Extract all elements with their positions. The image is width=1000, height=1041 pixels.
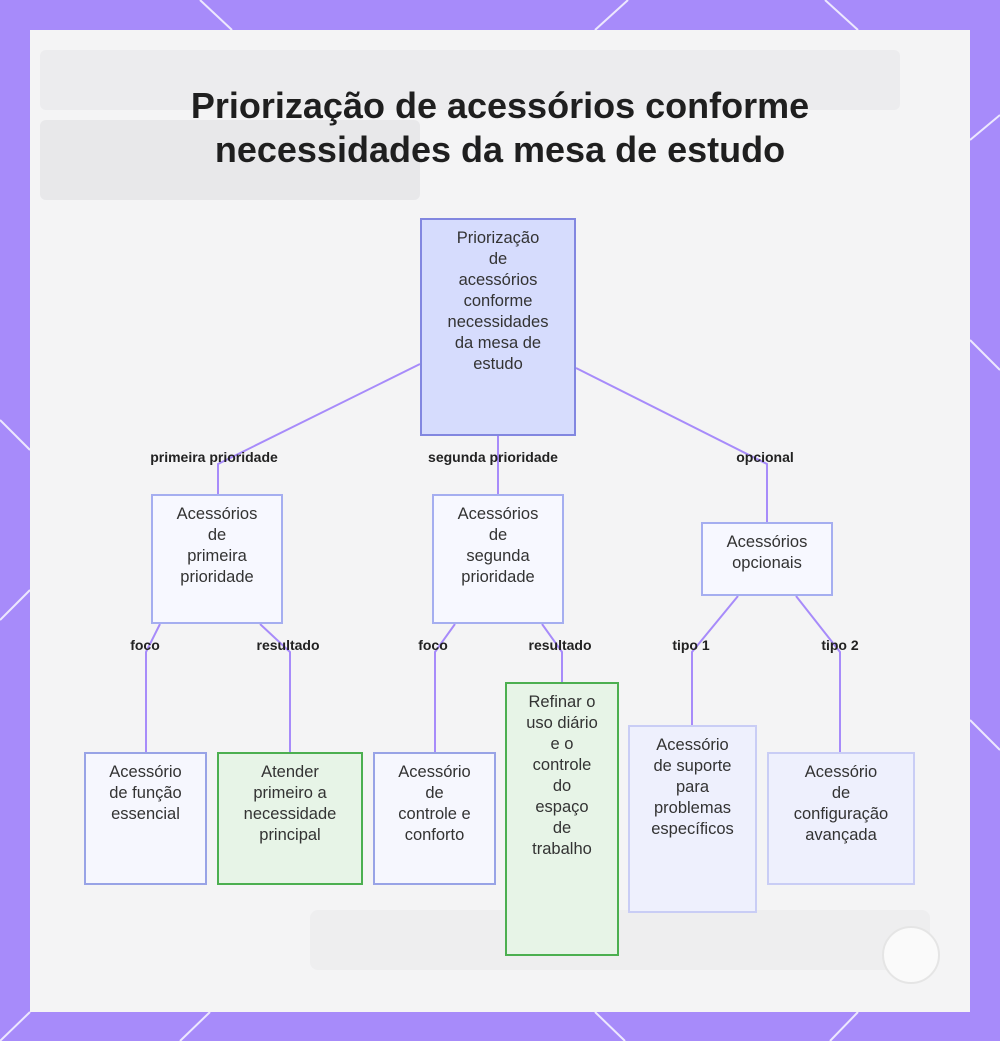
node-text: segunda — [458, 546, 539, 567]
node-text: da mesa de — [448, 333, 549, 354]
node-text: e o — [526, 734, 598, 755]
node-text: Acessório — [398, 762, 470, 783]
node-text: prioridade — [177, 567, 258, 588]
node-text: Refinar o — [526, 692, 598, 713]
edge-label-opcional: opcional — [736, 449, 794, 465]
node-text: primeiro a — [244, 783, 337, 804]
node-text: Acessórios — [177, 504, 258, 525]
edge-label-resultado-2: resultado — [528, 637, 591, 653]
node-text: problemas — [651, 798, 734, 819]
node-text: trabalho — [526, 839, 598, 860]
node-configuracao-avancada: Acessório de configuração avançada — [767, 752, 915, 885]
node-text: de — [458, 525, 539, 546]
node-text: uso diário — [526, 713, 598, 734]
node-text: opcionais — [727, 553, 808, 574]
diagram-card: Priorização de acessórios conforme neces… — [30, 30, 970, 1012]
node-text: necessidade — [244, 804, 337, 825]
node-text: Acessório — [109, 762, 181, 783]
edge-opcionais-suporte — [692, 596, 738, 725]
watermark-logo-icon — [882, 926, 940, 984]
edge-label-foco-1: foco — [130, 637, 160, 653]
node-text: Acessórios — [727, 532, 808, 553]
node-text: para — [651, 777, 734, 798]
node-text: conforme — [448, 291, 549, 312]
node-text: de — [794, 783, 888, 804]
node-text: de — [398, 783, 470, 804]
node-opcionais: Acessórios opcionais — [701, 522, 833, 596]
node-text: Priorização — [448, 228, 549, 249]
node-text: necessidades — [448, 312, 549, 333]
node-text: controle — [526, 755, 598, 776]
edge-label-foco-2: foco — [418, 637, 448, 653]
edge-segunda-refinar — [542, 624, 562, 682]
node-text: essencial — [109, 804, 181, 825]
node-text: específicos — [651, 819, 734, 840]
node-segunda-prioridade: Acessórios de segunda prioridade — [432, 494, 564, 624]
node-text: Atender — [244, 762, 337, 783]
node-funcao-essencial: Acessório de função essencial — [84, 752, 207, 885]
node-text: avançada — [794, 825, 888, 846]
node-text: do — [526, 776, 598, 797]
edge-root-primeira — [218, 364, 420, 494]
node-suporte-problemas: Acessório de suporte para problemas espe… — [628, 725, 757, 913]
node-primeira-prioridade: Acessórios de primeira prioridade — [151, 494, 283, 624]
node-root: Priorização de acessórios conforme neces… — [420, 218, 576, 436]
node-text: Acessório — [794, 762, 888, 783]
edge-root-opcionais — [576, 368, 767, 522]
node-text: primeira — [177, 546, 258, 567]
node-text: controle e — [398, 804, 470, 825]
node-text: conforto — [398, 825, 470, 846]
node-text: principal — [244, 825, 337, 846]
node-text: de função — [109, 783, 181, 804]
node-atender-necessidade: Atender primeiro a necessidade principal — [217, 752, 363, 885]
node-text: acessórios — [448, 270, 549, 291]
edge-label-tipo-1: tipo 1 — [672, 637, 709, 653]
node-text: Acessório — [651, 735, 734, 756]
edge-label-primeira: primeira prioridade — [150, 449, 278, 465]
node-text: de — [177, 525, 258, 546]
node-text: espaço — [526, 797, 598, 818]
node-text: estudo — [448, 354, 549, 375]
node-text: Acessórios — [458, 504, 539, 525]
node-text: de — [448, 249, 549, 270]
node-refinar-uso: Refinar o uso diário e o controle do esp… — [505, 682, 619, 956]
edge-label-tipo-2: tipo 2 — [821, 637, 858, 653]
edge-opcionais-config — [796, 596, 840, 752]
edge-label-segunda: segunda prioridade — [428, 449, 558, 465]
node-text: prioridade — [458, 567, 539, 588]
edge-label-resultado-1: resultado — [256, 637, 319, 653]
node-text: configuração — [794, 804, 888, 825]
node-controle-conforto: Acessório de controle e conforto — [373, 752, 496, 885]
node-text: de suporte — [651, 756, 734, 777]
node-text: de — [526, 818, 598, 839]
